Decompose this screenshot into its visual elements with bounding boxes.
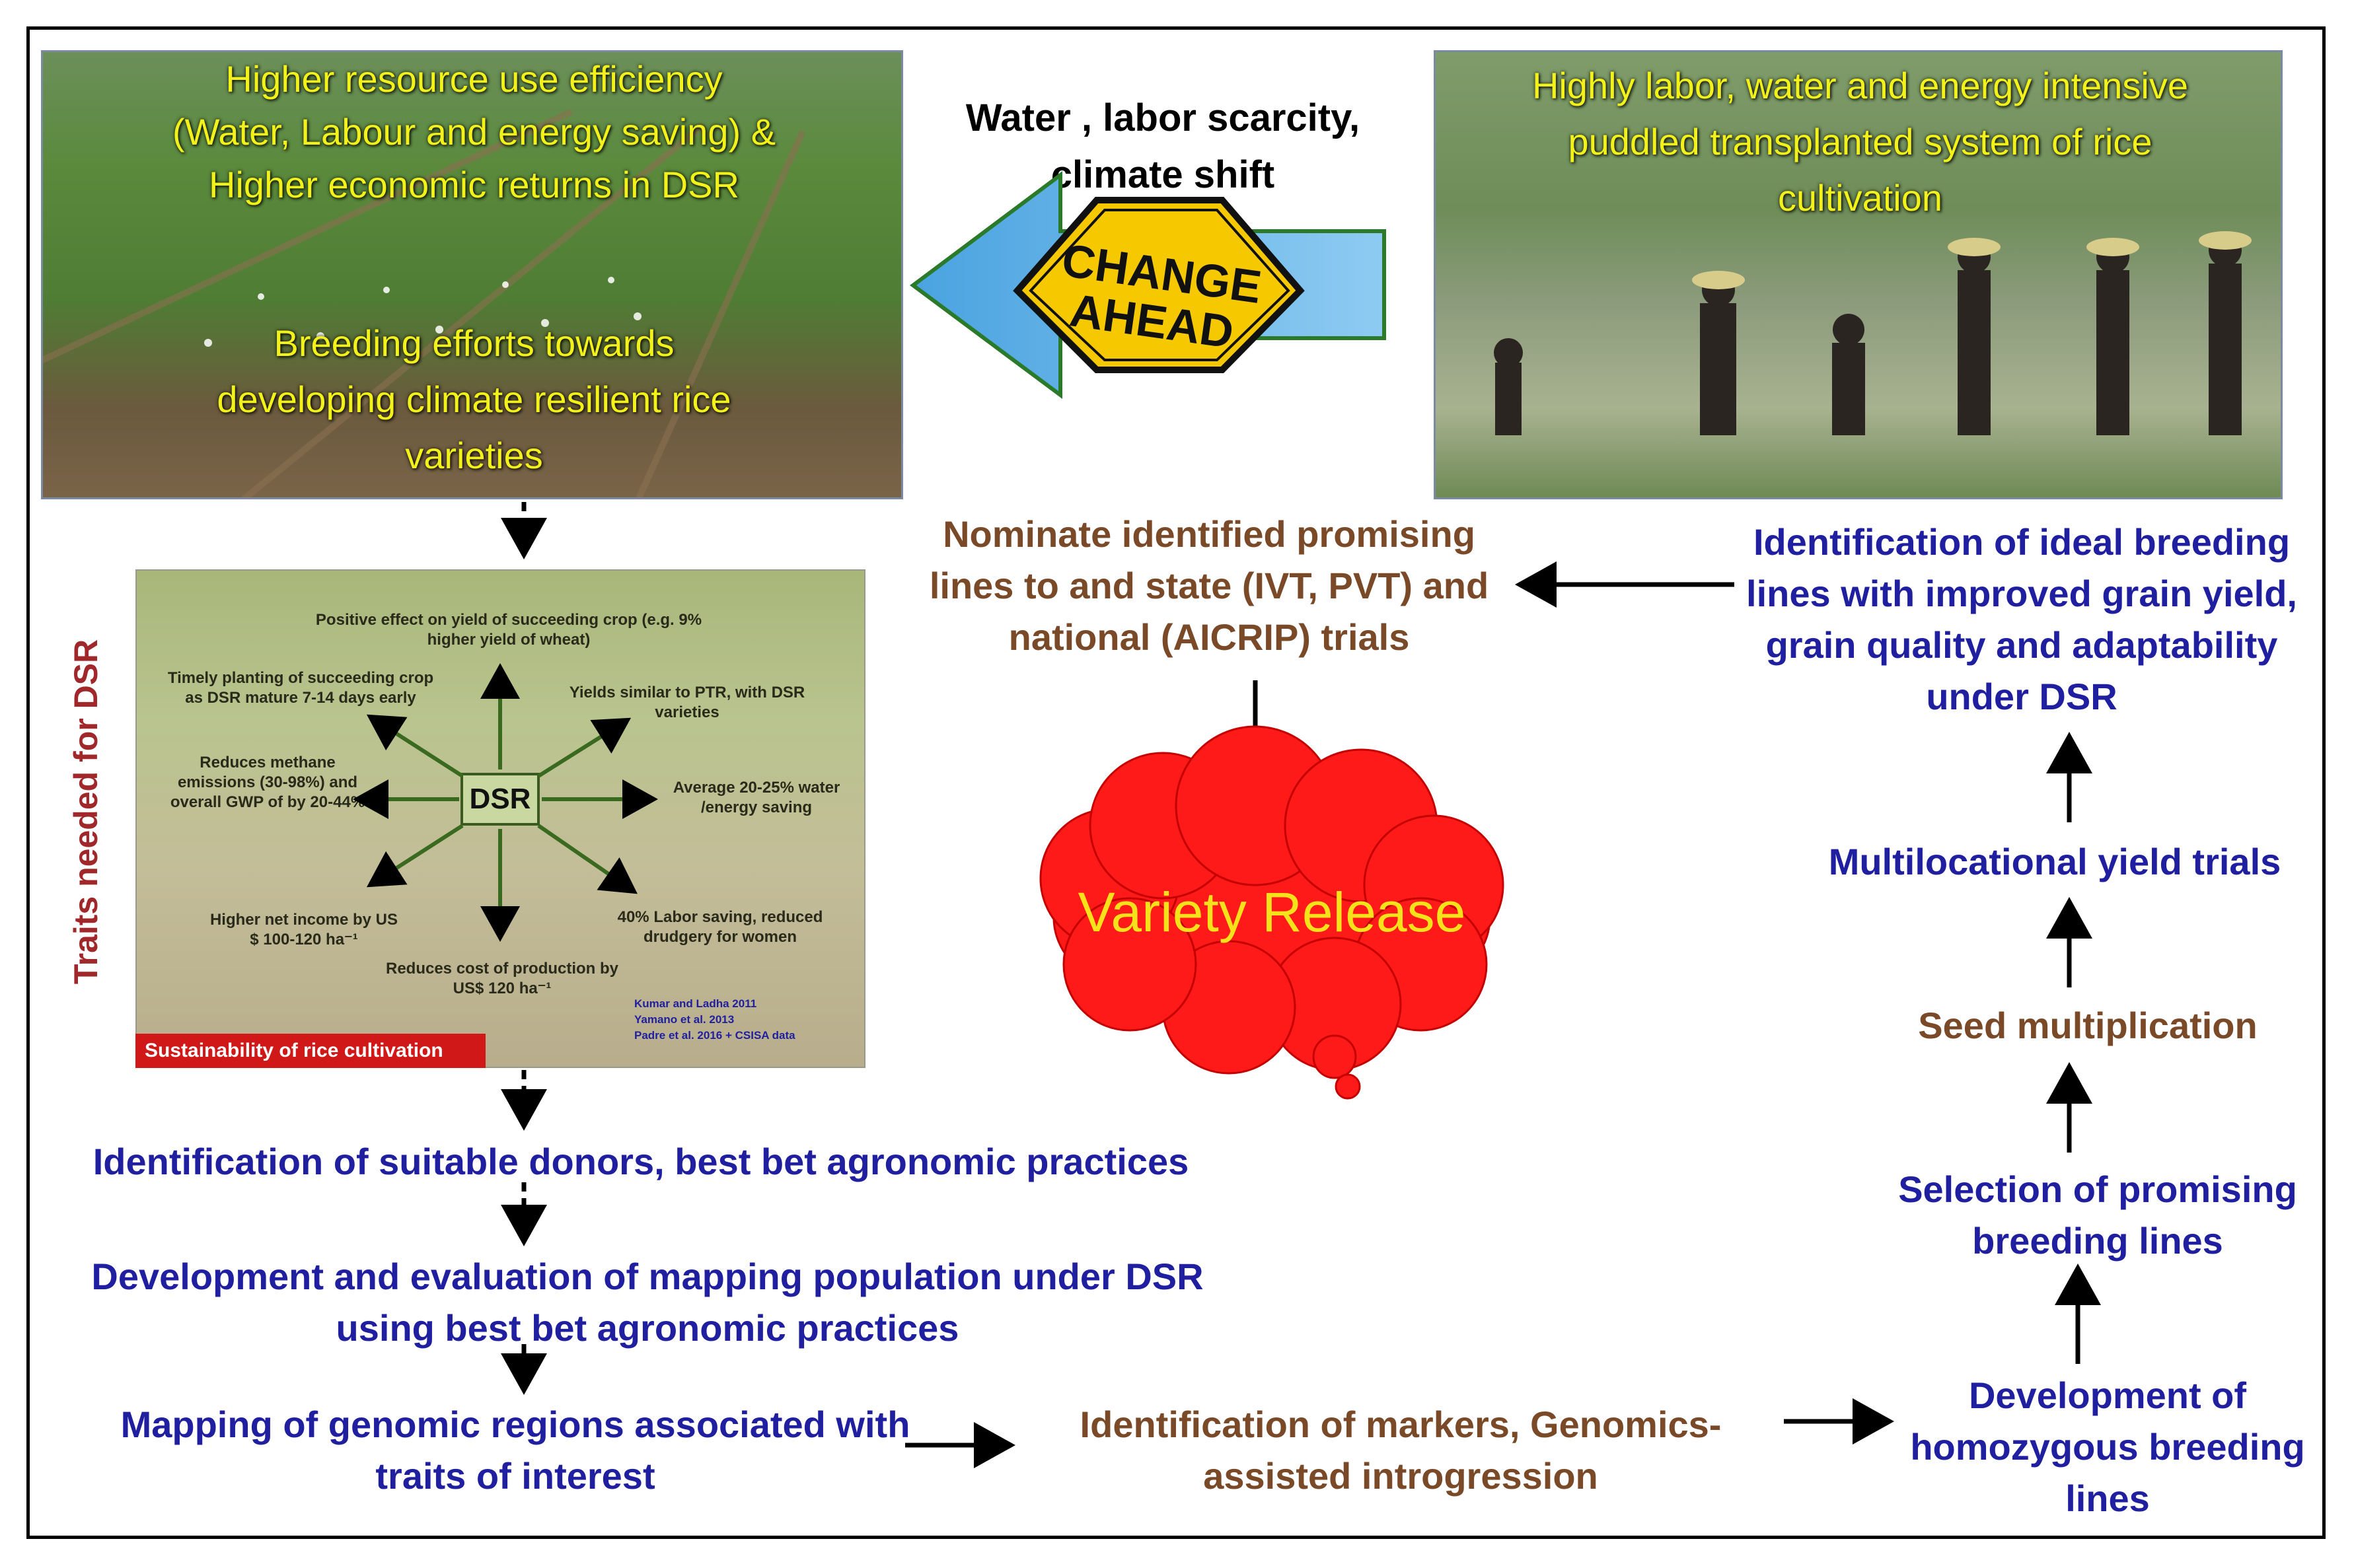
photo-caption-line1: Higher resource use efficiency (225, 58, 723, 100)
change-driver-line1: Water , labor scarcity, (965, 96, 1360, 139)
dsr-center-box: DSR (460, 773, 540, 826)
photo-caption-line2: (Water, Labour and energy saving) & (172, 111, 776, 153)
step-ideal-breeding-lines: Identification of ideal breeding lines w… (1746, 521, 2297, 717)
dsr-field-photo: Higher resource use efficiency (Water, L… (41, 50, 903, 499)
photo-caption-line6: varieties (405, 435, 543, 476)
photo-caption-line3: cultivation (1777, 177, 1943, 219)
step-selection-promising: Selection of promising breeding lines (1898, 1168, 2297, 1262)
outer-frame (26, 26, 2326, 1539)
step-mapping-population: Development and evaluation of mapping po… (91, 1256, 1204, 1349)
step-mapping-genomic-regions: Mapping of genomic regions associated wi… (120, 1404, 910, 1497)
change-driver-line2: climate shift (1050, 153, 1275, 196)
photo-caption-line3: Higher economic returns in DSR (209, 164, 739, 205)
photo-caption-line2: puddled transplanted system of rice (1568, 121, 2152, 162)
change-ahead-arrow: CHANGE AHEAD (909, 171, 1386, 399)
trait-water-saving: Average 20-25% water /energy saving (673, 779, 840, 816)
trait-labor-saving: 40% Labor saving, reduced drudgery for w… (617, 908, 823, 946)
dsr-center-label: DSR (469, 783, 531, 815)
step-homozygous-lines: Development of homozygous breeding lines (1910, 1374, 2305, 1519)
step-multilocational-trials: Multilocational yield trials (1828, 841, 2281, 882)
sustainability-banner: Sustainability of rice cultivation (135, 1034, 486, 1068)
trait-references: Kumar and Ladha 2011 Yamano et al. 2013 … (634, 997, 795, 1042)
photo-caption-line5: developing climate resilient rice (217, 378, 731, 420)
step-markers-introgression: Identification of markers, Genomics-assi… (1080, 1404, 1722, 1497)
trait-timely-planting: Timely planting of succeeding crop as DS… (167, 669, 434, 707)
farmers-graphic (1494, 231, 2252, 435)
variety-release-cloud (1039, 725, 1504, 1100)
transplanting-photo: Highly labor, water and energy intensive… (1434, 50, 2283, 499)
field-rows-graphic (43, 108, 806, 497)
step-nominate-trials: Nominate identified promising lines to a… (929, 513, 1489, 658)
step-suitable-donors: Identification of suitable donors, best … (92, 1141, 1189, 1182)
trait-net-income: Higher net income by US $ 100-120 ha⁻¹ (209, 911, 398, 948)
change-ahead-sign: CHANGE AHEAD (1013, 197, 1305, 373)
variety-release-label: Variety Release (1078, 881, 1466, 943)
trait-cost-reduction: Reduces cost of production by US$ 120 ha… (385, 960, 619, 997)
trait-methane: Reduces methane emissions (30-98%) and o… (170, 754, 365, 811)
dsr-trait-rays (353, 663, 658, 942)
sustainability-banner-text: Sustainability of rice cultivation (145, 1040, 443, 1061)
trait-yields-similar: Yields similar to PTR, with DSR varietie… (569, 684, 805, 721)
trait-succeeding-crop: Positive effect on yield of succeeding c… (315, 611, 702, 649)
solid-flow-arrows (905, 561, 2101, 1468)
step-seed-multiplication: Seed multiplication (1918, 1005, 2258, 1046)
photo-caption-line1: Highly labor, water and energy intensive (1531, 65, 2188, 106)
photo-caption-line4: Breeding efforts towards (274, 322, 675, 364)
